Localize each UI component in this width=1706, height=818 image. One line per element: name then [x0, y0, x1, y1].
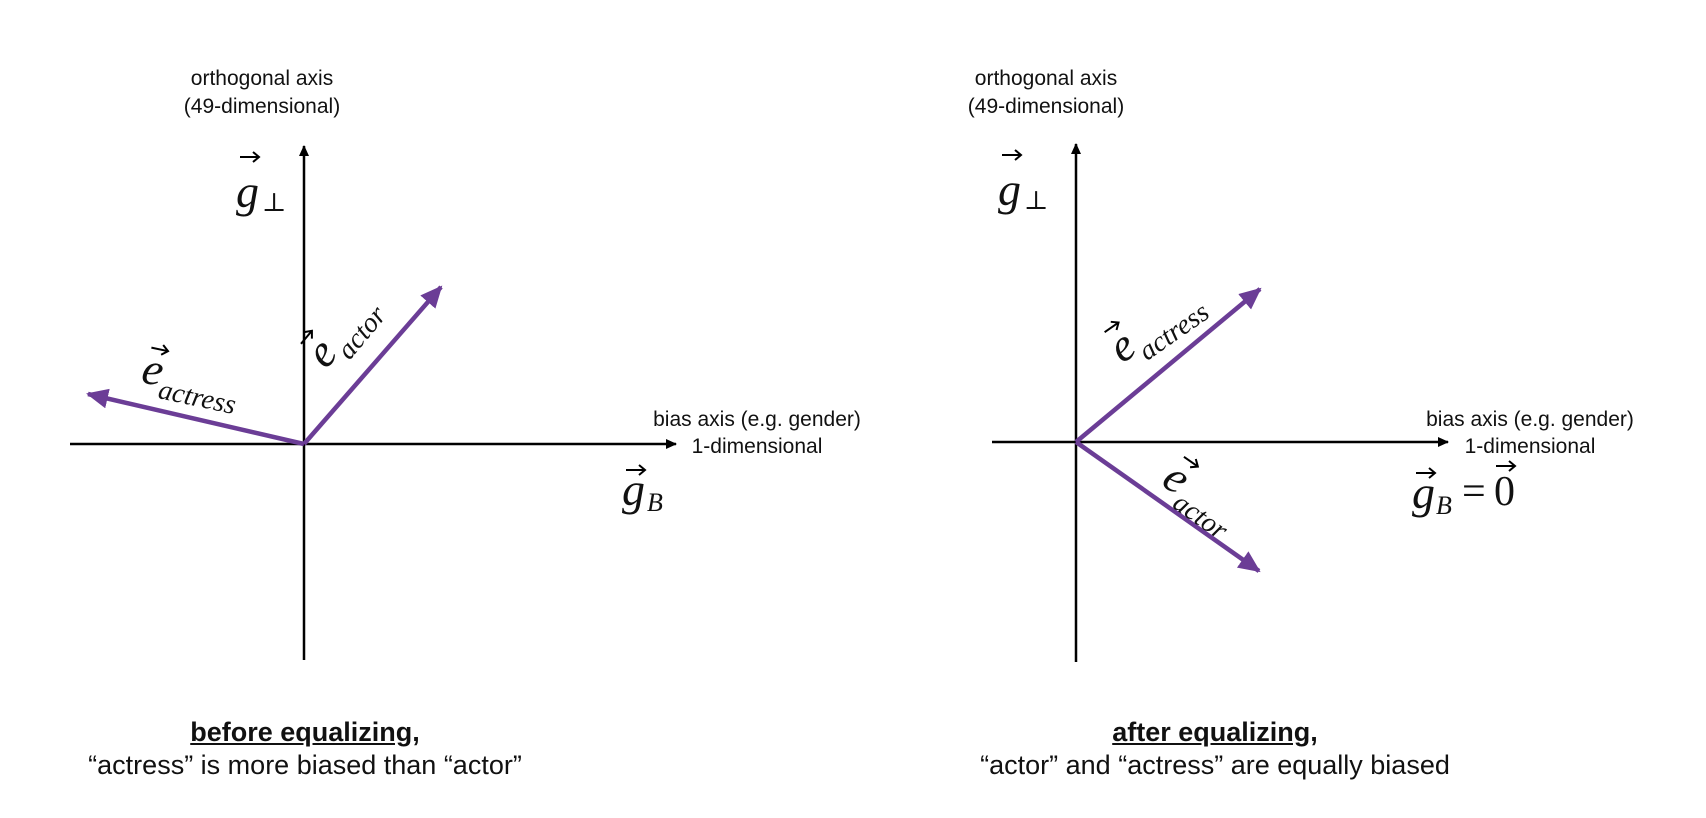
- right-caption-heading: after equalizing,: [1112, 717, 1318, 747]
- left-orthogonal-axis-label: orthogonal axis: [191, 67, 333, 90]
- right-g-perp-symbol: g ⊥: [998, 149, 1048, 215]
- svg-text:B: B: [647, 488, 663, 517]
- svg-text:g: g: [622, 464, 645, 515]
- svg-text:B: B: [1436, 491, 1452, 520]
- left-vector-actress: [86, 388, 305, 447]
- svg-text:actor: actor: [1167, 487, 1233, 546]
- right-e-actress-label: e actress: [1098, 297, 1215, 373]
- right-vector-actor: [1074, 440, 1261, 573]
- left-g-perp-symbol: g ⊥: [236, 151, 286, 217]
- left-g-b-symbol: g B: [622, 464, 663, 517]
- svg-text:g: g: [998, 164, 1021, 215]
- svg-text:g: g: [1412, 467, 1435, 518]
- left-caption: before equalizing, “actress” is more bia…: [30, 716, 580, 782]
- right-caption: after equalizing, “actor” and “actress” …: [910, 716, 1520, 782]
- left-caption-heading: before equalizing,: [190, 717, 420, 747]
- right-panel: orthogonal axis (49-dimensional) g ⊥ bia…: [968, 67, 1634, 662]
- left-orthogonal-axis-dimension: (49-dimensional): [184, 95, 340, 118]
- left-caption-text: “actress” is more biased than “actor”: [88, 750, 522, 780]
- right-g-b-equals-zero: g B = 0: [1412, 460, 1517, 520]
- svg-text:0: 0: [1494, 469, 1515, 515]
- right-orthogonal-axis-dimension: (49-dimensional): [968, 95, 1124, 118]
- svg-text:actress: actress: [1133, 297, 1215, 367]
- left-bias-axis-dimension: 1-dimensional: [692, 435, 823, 458]
- right-orthogonal-axis-label: orthogonal axis: [975, 67, 1117, 90]
- svg-text:g: g: [236, 166, 259, 217]
- left-e-actor-label: e actor: [295, 300, 393, 376]
- svg-text:=: =: [1462, 469, 1486, 515]
- right-bias-axis-dimension: 1-dimensional: [1465, 435, 1596, 458]
- left-vector-actor: [302, 285, 443, 446]
- left-e-actress-label: e actress: [138, 342, 239, 421]
- left-bias-axis-label: bias axis (e.g. gender): [653, 408, 861, 431]
- right-e-actor-label: e actor: [1154, 450, 1233, 546]
- svg-text:⊥: ⊥: [262, 188, 286, 217]
- right-bias-axis-label: bias axis (e.g. gender): [1426, 408, 1634, 431]
- left-panel: orthogonal axis (49-dimensional) g ⊥ bia…: [70, 67, 861, 660]
- svg-text:⊥: ⊥: [1024, 186, 1048, 215]
- right-caption-text: “actor” and “actress” are equally biased: [980, 750, 1450, 780]
- right-vector-actress: [1074, 287, 1262, 444]
